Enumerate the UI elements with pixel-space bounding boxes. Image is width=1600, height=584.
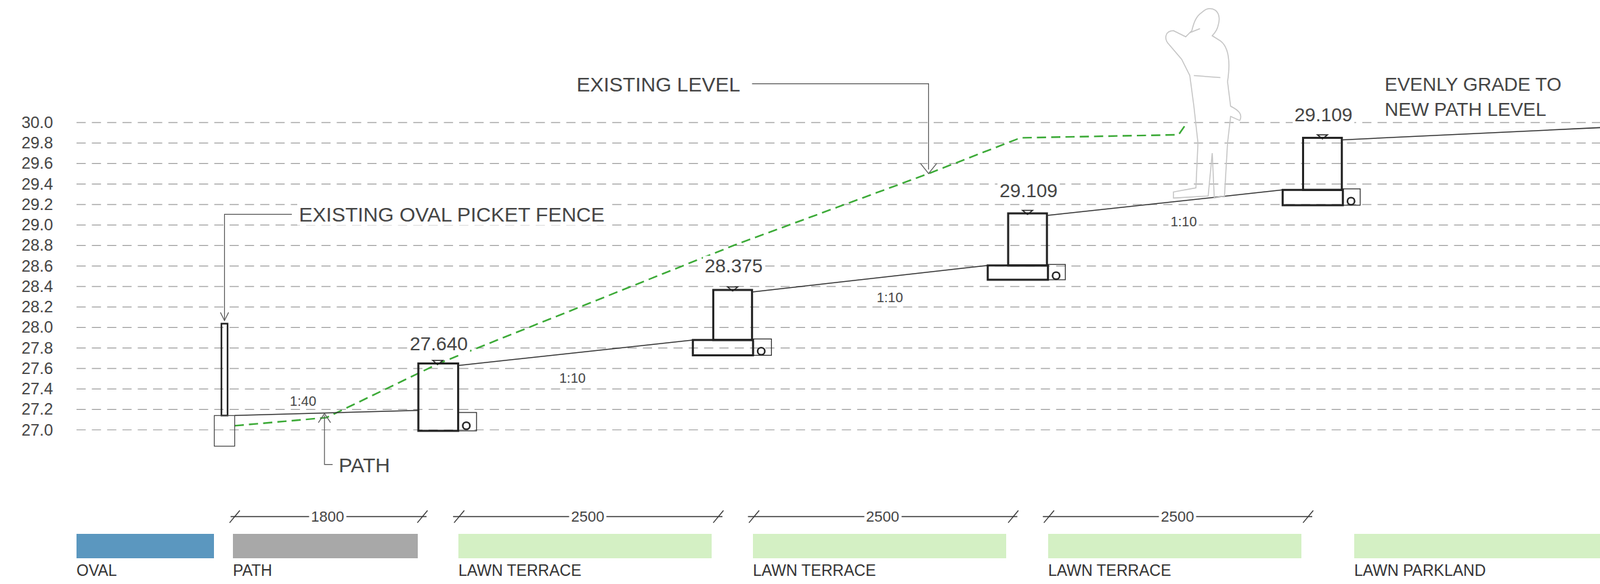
axis-level: 30.0: [19, 113, 56, 132]
gridline: [76, 367, 1600, 369]
dimension: 2500: [863, 507, 902, 525]
fence-footing: [213, 415, 235, 446]
spot-level: 29.109: [1292, 104, 1355, 126]
legend-text: LAWN TERRACE: [1048, 561, 1171, 579]
fence-leader: [224, 213, 292, 319]
dimension: 2500: [1159, 507, 1197, 525]
axis-level: 29.6: [19, 154, 56, 172]
callout-text: EXISTING OVAL PICKET FENCE: [297, 203, 607, 226]
axis-level: 27.4: [19, 379, 56, 398]
gridline: [76, 285, 1600, 287]
dimension: 2500: [569, 507, 607, 525]
retaining-wall: [692, 286, 772, 355]
spot-level: 29.109: [997, 180, 1060, 202]
level-gridlines: [76, 122, 1600, 430]
axis-level: 27.0: [19, 420, 56, 439]
callout-text: EXISTING LEVEL: [574, 72, 743, 95]
legend-text: LAWN PARKLAND: [1354, 561, 1486, 579]
gridline: [76, 163, 1600, 164]
retaining-wall: [987, 209, 1066, 279]
axis-level: 28.0: [19, 318, 56, 336]
legend-swatch: [1048, 533, 1302, 558]
path-leader: [324, 415, 333, 464]
lawn-grade: [458, 339, 695, 366]
legend-swatch: [752, 533, 1007, 558]
lawn-grade: [1342, 127, 1600, 140]
axis-level: 28.2: [19, 297, 56, 316]
legend-text: PATH: [232, 561, 273, 579]
gridline: [76, 306, 1600, 307]
gridline: [76, 327, 1600, 328]
gridline: [76, 245, 1600, 246]
legend-text: LAWN TERRACE: [752, 561, 876, 579]
gridline: [76, 387, 1600, 389]
existing-level-line: [234, 124, 1187, 426]
gridline: [76, 347, 1600, 349]
axis-level: 29.0: [19, 215, 56, 234]
retaining-wall: [418, 360, 477, 431]
gridline: [76, 408, 1600, 410]
legend-swatch: [458, 533, 712, 558]
legend-text: OVAL: [76, 561, 118, 579]
spot-level: 27.640: [407, 333, 470, 355]
axis-level: 29.4: [19, 174, 56, 193]
dimension: 1800: [308, 507, 347, 525]
slope-ratio: 1:10: [1168, 213, 1200, 229]
gridline: [76, 142, 1600, 143]
legend-swatch: [76, 533, 214, 558]
callout-text: PATH: [336, 452, 393, 476]
lawn-grade: [752, 265, 988, 292]
slope-ratio: 1:40: [287, 393, 319, 409]
axis-level: 27.6: [19, 359, 56, 378]
slope-ratio: 1:10: [874, 289, 906, 305]
person-silhouette: [1165, 8, 1242, 199]
axis-level: 28.6: [19, 256, 56, 275]
gridline: [76, 429, 1600, 430]
gridline: [76, 183, 1600, 185]
leader-tick: [318, 413, 331, 423]
leader-tick: [220, 312, 229, 321]
axis-level: 29.8: [19, 134, 56, 152]
path-surface: [234, 410, 419, 416]
existing-level-leader: [752, 83, 929, 170]
gridline: [76, 265, 1600, 267]
note-text: EVENLY GRADE TO NEW PATH LEVEL: [1382, 72, 1590, 122]
axis-level: 27.8: [19, 338, 56, 357]
axis-level: 29.2: [19, 195, 56, 214]
dimension-lines: [229, 509, 1313, 523]
slope-ratio: 1:10: [557, 370, 588, 386]
spot-level: 28.375: [702, 255, 766, 277]
lawn-grade: [1046, 189, 1283, 216]
legend-swatch: [1354, 533, 1600, 558]
axis-level: 28.8: [19, 236, 56, 254]
fence-post: [221, 323, 228, 416]
legend-swatch: [232, 533, 418, 558]
retaining-wall: [1282, 134, 1361, 206]
axis-level: 27.2: [19, 400, 56, 418]
leader-tick: [920, 163, 937, 174]
gridline: [76, 121, 1600, 123]
axis-level: 28.4: [19, 277, 56, 296]
legend-text: LAWN TERRACE: [458, 561, 581, 579]
